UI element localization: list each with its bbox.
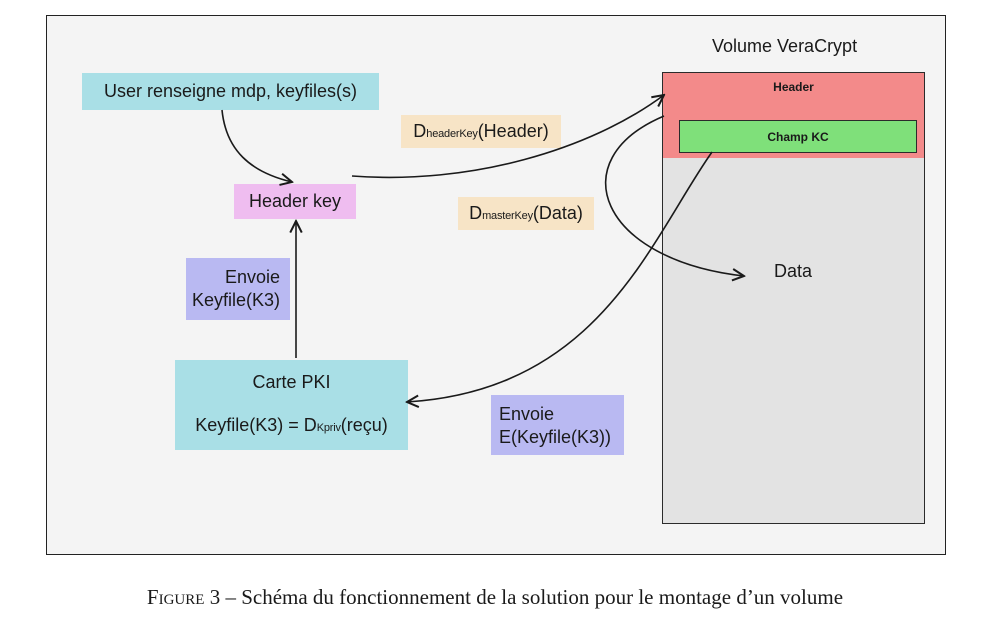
arrow-champ-to-carte (407, 151, 713, 402)
d-header-label: DheaderKey(Header) (413, 120, 548, 143)
user-input-box: User renseigne mdp, keyfiles(s) (82, 73, 379, 110)
d-data-label-box: DmasterKey(Data) (458, 197, 594, 230)
arrow-user-to-headerkey (221, 109, 292, 182)
d-data-label: DmasterKey(Data) (469, 202, 583, 225)
envoie-encrypted-line1: Envoie (499, 404, 555, 424)
volume-header-label: Header (773, 80, 814, 94)
header-key-box: Header key (234, 184, 356, 219)
volume-data-label: Data (774, 261, 813, 281)
envoie-keyfile-box: Envoie Keyfile(K3) (186, 258, 290, 320)
d-data-suffix: (Data) (532, 203, 583, 224)
envoie-keyfile-line2: Keyfile(K3) (191, 289, 280, 310)
header-key-label: Header key (248, 191, 342, 212)
arrow-header-to-data (604, 115, 744, 276)
formula-suffix: (reçu) (340, 415, 388, 435)
d-header-label-box: DheaderKey(Header) (401, 115, 561, 148)
champ-kc-box: Champ KC (679, 120, 917, 153)
envoie-encrypted-box: Envoie E(Keyfile(K3)) (491, 395, 624, 455)
arrow-headerkey-to-volume (351, 95, 664, 179)
formula-subscript: Kpriv (316, 422, 341, 434)
volume-title: Volume VeraCrypt (712, 36, 858, 56)
d-data-subscript: masterKey (482, 210, 533, 223)
carte-pki-title: Carte PKI (252, 372, 331, 392)
user-input-label: User renseigne mdp, keyfiles(s) (103, 81, 358, 102)
envoie-encrypted-line2: E(Keyfile(K3)) (499, 426, 612, 447)
carte-pki-formula: Keyfile(K3) = DKpriv(reçu) (175, 414, 408, 437)
d-header-suffix: (Header) (477, 121, 549, 142)
caption-text: 3 – Schéma du fonctionnement de la solut… (204, 585, 844, 609)
champ-kc-label: Champ KC (767, 129, 829, 144)
formula-prefix: Keyfile(K3) = D (195, 415, 317, 435)
carte-pki-box: Carte PKI Keyfile(K3) = DKpriv(reçu) (175, 360, 408, 450)
caption-figure-word: Figure (146, 585, 205, 609)
figure-caption: Figure 3 – Schéma du fonctionnement de l… (0, 585, 990, 610)
d-data-prefix: D (469, 203, 483, 224)
d-header-prefix: D (413, 121, 427, 142)
envoie-keyfile-line1: Envoie (224, 267, 280, 287)
d-header-subscript: headerKey (426, 128, 478, 141)
